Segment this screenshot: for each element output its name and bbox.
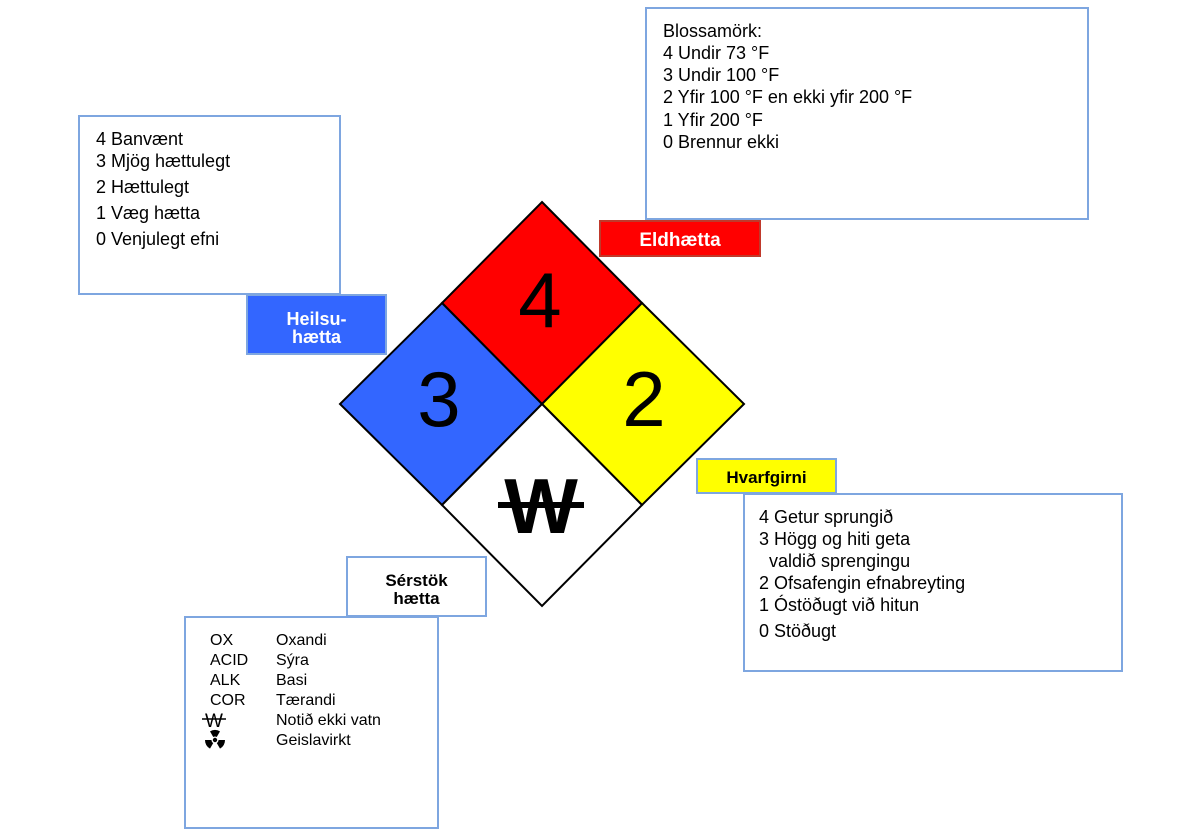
special-label-line-2: hætta bbox=[393, 589, 440, 608]
health-label-tag: Heilsu- hætta bbox=[246, 294, 387, 355]
reactivity-value: 2 bbox=[622, 355, 665, 443]
fire-line-3: 3 Undir 100 °F bbox=[663, 65, 780, 85]
special-code-ox: OX bbox=[210, 632, 234, 649]
special-meaning-cor: Tærandi bbox=[276, 692, 336, 709]
fire-value: 4 bbox=[518, 256, 561, 344]
health-label-line-1: Heilsu- bbox=[286, 309, 347, 329]
fire-legend-box: Blossamörk: 4 Undir 73 °F 3 Undir 100 °F… bbox=[645, 7, 1089, 220]
reactivity-line-4: 4 Getur sprungið bbox=[759, 507, 894, 527]
special-meaning-acid: Sýra bbox=[276, 652, 309, 669]
special-meaning-water: Notið ekki vatn bbox=[276, 712, 381, 729]
fire-line-0: 0 Brennur ekki bbox=[663, 132, 780, 152]
reactivity-line-3b: valdið sprengingu bbox=[759, 551, 911, 571]
health-line-0: 0 Venjulegt efni bbox=[96, 229, 220, 249]
special-code-acid: ACID bbox=[210, 652, 249, 669]
special-value-no-water-icon: W bbox=[498, 462, 584, 550]
special-label-line-1: Sérstök bbox=[385, 571, 448, 590]
no-water-w-text: W bbox=[205, 711, 223, 730]
nfpa-diamond: 4 3 2 W bbox=[338, 200, 746, 608]
reactivity-line-0: 0 Stöðugt bbox=[759, 621, 837, 641]
special-meaning-ox: Oxandi bbox=[276, 632, 327, 649]
fire-line-title: Blossamörk: bbox=[663, 21, 763, 41]
health-legend-box: 4 Banvænt 3 Mjög hættulegt 2 Hættulegt 1… bbox=[78, 115, 341, 295]
fire-line-1: 1 Yfir 200 °F bbox=[663, 110, 763, 130]
health-line-3: 3 Mjög hættulegt bbox=[96, 151, 231, 171]
special-legend-box: OX Oxandi ACID Sýra ALK Basi COR Tærandi… bbox=[184, 616, 439, 829]
health-line-4: 4 Banvænt bbox=[96, 129, 184, 149]
radiation-icon bbox=[205, 730, 225, 749]
fire-line-4: 4 Undir 73 °F bbox=[663, 43, 770, 63]
reactivity-line-3: 3 Högg og hiti geta bbox=[759, 529, 911, 549]
special-meaning-radiation: Geislavirkt bbox=[276, 732, 351, 749]
special-label-tag: Sérstök hætta bbox=[346, 556, 487, 617]
health-line-2: 2 Hættulegt bbox=[96, 177, 190, 197]
special-code-cor: COR bbox=[210, 692, 246, 709]
special-meaning-alk: Basi bbox=[276, 672, 308, 689]
reactivity-line-2: 2 Ofsafengin efnabreyting bbox=[759, 573, 966, 593]
health-value: 3 bbox=[417, 355, 460, 443]
fire-line-2: 2 Yfir 100 °F en ekki yfir 200 °F bbox=[663, 87, 913, 107]
reactivity-line-1: 1 Óstöðugt við hitun bbox=[759, 595, 920, 615]
health-line-1: 1 Væg hætta bbox=[96, 203, 201, 223]
health-label-line-2: hætta bbox=[292, 327, 341, 347]
no-water-w-icon: W bbox=[202, 711, 226, 730]
special-code-alk: ALK bbox=[210, 672, 241, 689]
fire-label-tag: Eldhætta bbox=[599, 220, 761, 257]
reactivity-legend-box: 4 Getur sprungið 3 Högg og hiti geta val… bbox=[743, 493, 1123, 672]
